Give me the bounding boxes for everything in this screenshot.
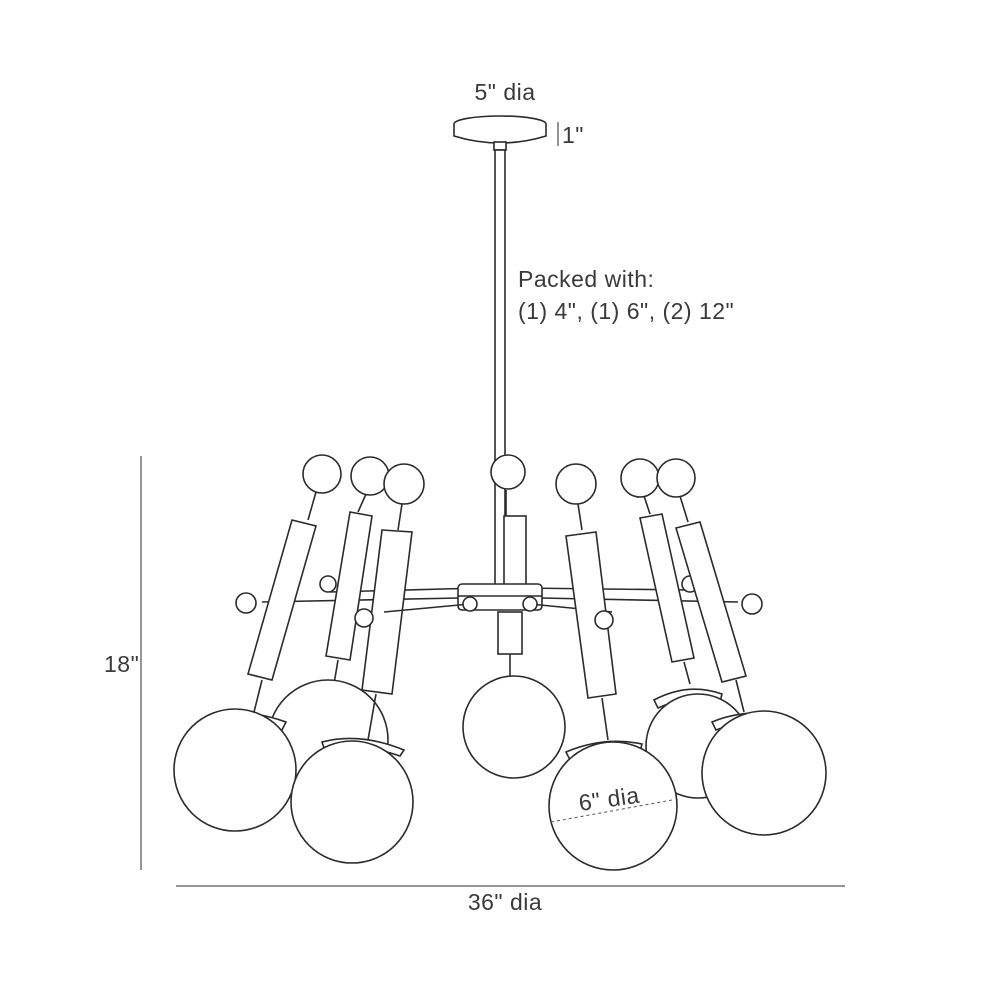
- overall-diameter-label: 36" dia: [468, 889, 542, 915]
- arm-front-right-inner: [548, 463, 678, 871]
- packed-rods-label: (1) 4", (1) 6", (2) 12": [518, 298, 734, 324]
- dimension-lines: [140, 456, 845, 887]
- arm-back-center: [462, 454, 566, 779]
- canopy-diameter-label: 5" dia: [474, 79, 535, 105]
- overall-height-label: 18": [104, 651, 139, 677]
- canopy-height-label: 1": [562, 122, 584, 148]
- arm-front-right-outer: [656, 458, 827, 836]
- packed-with-label: Packed with:: [518, 266, 654, 292]
- hub: [383, 583, 613, 613]
- arm-front-left-outer: [173, 454, 342, 832]
